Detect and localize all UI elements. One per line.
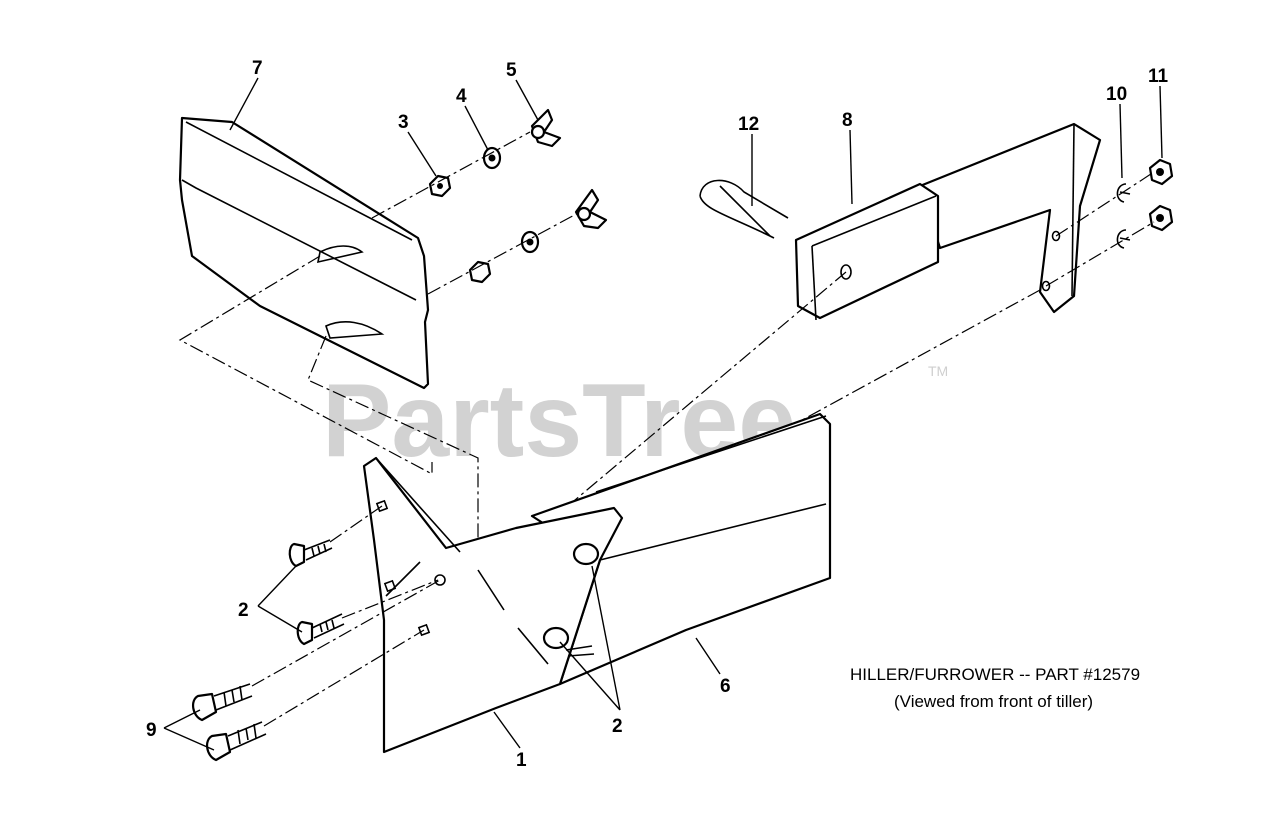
part-3-nut-lower[interactable] [468,260,492,284]
part-5-wing-nut-lower[interactable] [574,188,608,230]
callout-7: 7 [252,58,263,79]
part-7-wing-plate[interactable] [178,116,430,390]
callout-5: 5 [506,60,517,81]
callout-4: 4 [456,86,467,107]
callout-9: 9 [146,720,157,741]
callout-11: 11 [1148,66,1169,87]
part-1-moldboard[interactable] [362,456,624,754]
part-9-lag-bolt-upper[interactable] [192,683,253,722]
callout-1: 1 [516,750,527,771]
part-12-hitch-pin[interactable] [699,179,789,239]
part-8-mount-bracket[interactable] [794,122,1102,321]
callout-10: 10 [1106,84,1127,105]
callout-8: 8 [842,110,853,131]
callout-3: 3 [398,112,409,133]
caption-subtitle: (Viewed from front of tiller) [894,692,1093,711]
part-11-nut-upper[interactable] [1148,158,1174,186]
part-9-lag-bolt-lower[interactable] [206,721,267,762]
callout-6: 6 [720,676,731,697]
part-10-lock-washer-lower[interactable] [1116,229,1131,249]
callout-2-right: 2 [612,716,623,737]
part-11-nut-lower[interactable] [1148,204,1174,232]
part-2-carriage-bolt-lower[interactable] [296,613,345,646]
part-5-wing-nut-upper[interactable] [530,108,562,148]
callout-2-left: 2 [238,600,249,621]
part-2-carriage-bolt-upper[interactable] [288,539,333,568]
callout-12: 12 [738,114,759,135]
part-4-washer-upper[interactable] [482,146,502,170]
caption-title: HILLER/FURROWER -- PART #12579 [850,665,1140,684]
part-3-nut-upper[interactable] [428,174,452,198]
part-10-lock-washer-upper[interactable] [1116,183,1131,203]
watermark-trademark: TM [928,363,948,379]
